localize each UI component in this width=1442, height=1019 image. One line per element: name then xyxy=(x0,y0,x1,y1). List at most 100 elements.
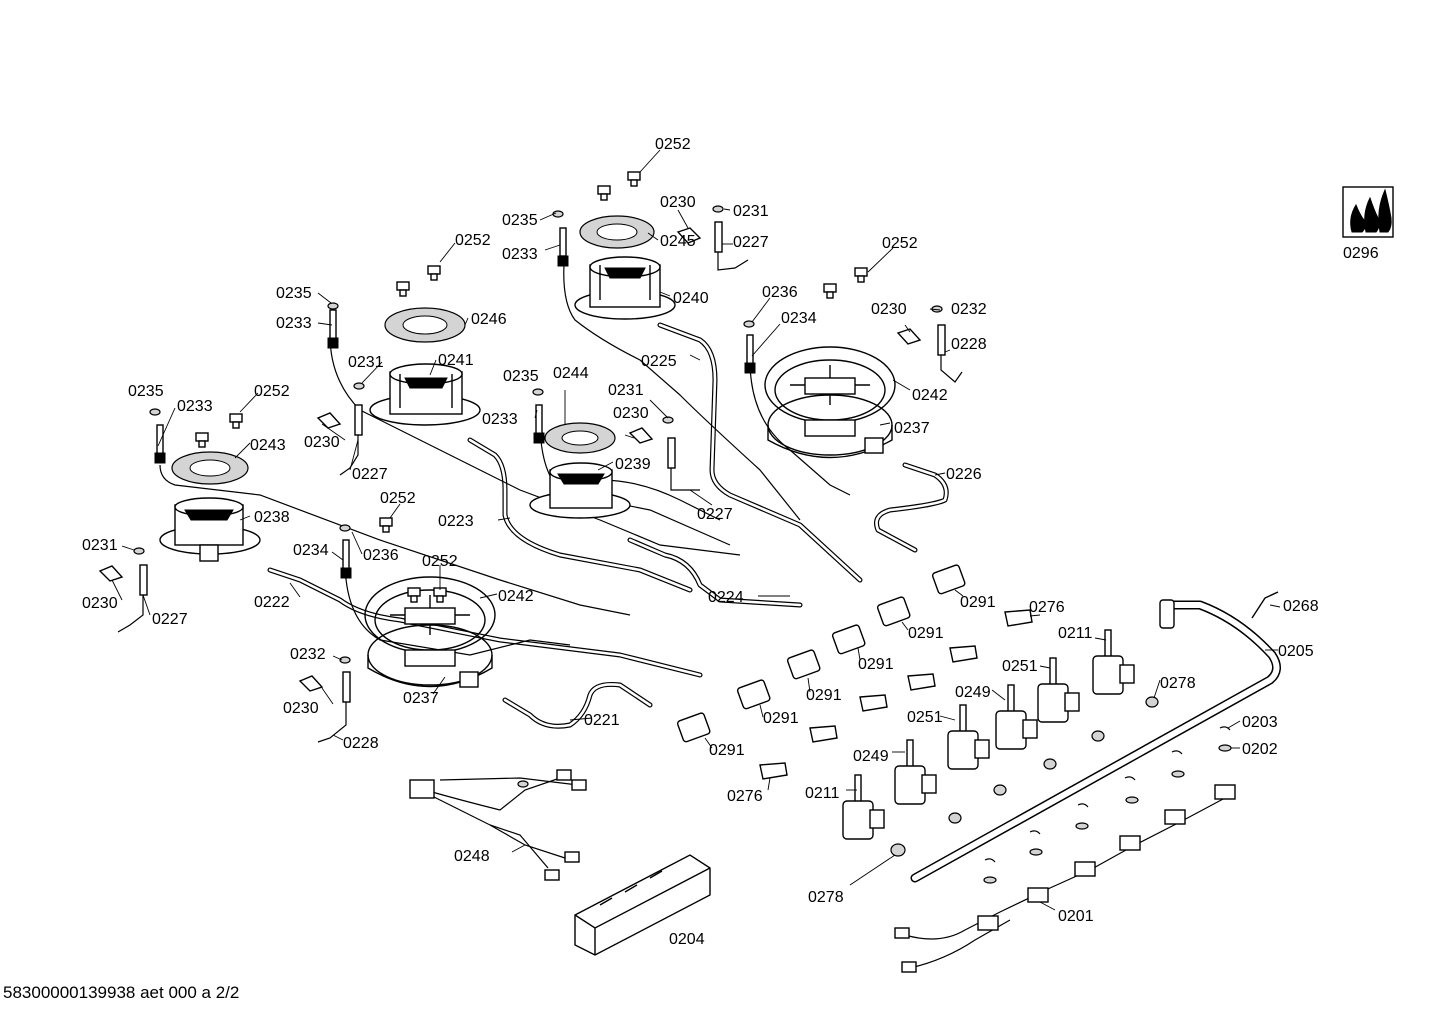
callout-0243: 0243 xyxy=(250,437,286,454)
callout-0201: 0201 xyxy=(1058,908,1094,925)
clips-0230 xyxy=(98,227,922,692)
burner-base-0237-left xyxy=(367,624,493,688)
callout-0291: 0291 xyxy=(763,710,799,727)
callout-0248: 0248 xyxy=(454,848,490,865)
burner-cup-0239 xyxy=(529,462,631,519)
callout-0278: 0278 xyxy=(808,889,844,906)
callout-0211: 0211 xyxy=(1058,625,1093,642)
callout-0234: 0234 xyxy=(293,542,329,559)
callout-0291: 0291 xyxy=(806,687,842,704)
callout-0249: 0249 xyxy=(955,684,991,701)
callout-0245: 0245 xyxy=(660,233,696,250)
callout-0242: 0242 xyxy=(498,588,534,605)
callout-0276: 0276 xyxy=(727,788,763,805)
injectors-0276 xyxy=(759,609,1033,780)
callout-0235: 0235 xyxy=(503,368,539,385)
callout-0227: 0227 xyxy=(733,234,769,251)
callout-0238: 0238 xyxy=(254,509,290,526)
callout-0231: 0231 xyxy=(733,203,769,220)
gasket-0245 xyxy=(579,215,655,249)
callout-0231: 0231 xyxy=(608,382,644,399)
callout-0235: 0235 xyxy=(502,212,538,229)
switch-box-0204 xyxy=(574,854,711,956)
callout-0237: 0237 xyxy=(403,690,439,707)
callout-0232: 0232 xyxy=(290,646,326,663)
o-rings xyxy=(890,696,1232,884)
callout-0227: 0227 xyxy=(352,466,388,483)
callout-0204: 0204 xyxy=(669,931,705,948)
gasket-0246 xyxy=(384,307,466,343)
callout-0291: 0291 xyxy=(858,656,894,673)
callout-0296: 0296 xyxy=(1343,245,1379,262)
flame-icon xyxy=(1342,186,1394,238)
callout-0244: 0244 xyxy=(553,365,589,382)
burner-cup-0240 xyxy=(574,256,676,320)
callout-0226: 0226 xyxy=(946,466,982,483)
callout-0233: 0233 xyxy=(502,246,538,263)
callout-0202: 0202 xyxy=(1242,741,1278,758)
callout-0242: 0242 xyxy=(912,387,948,404)
callout-0291: 0291 xyxy=(908,625,944,642)
burner-cup-0238 xyxy=(159,497,261,562)
bracket-0268 xyxy=(1251,591,1279,619)
callout-0278: 0278 xyxy=(1160,675,1196,692)
callout-0241: 0241 xyxy=(438,352,474,369)
callout-0251: 0251 xyxy=(907,709,943,726)
callout-0230: 0230 xyxy=(283,700,319,717)
callout-0221: 0221 xyxy=(584,712,620,729)
callout-0233: 0233 xyxy=(482,411,518,428)
callout-0233: 0233 xyxy=(276,315,312,332)
callout-0230: 0230 xyxy=(871,301,907,318)
callout-0228: 0228 xyxy=(951,336,987,353)
callout-0223: 0223 xyxy=(438,513,474,530)
callout-0225: 0225 xyxy=(641,353,677,370)
callout-0236: 0236 xyxy=(363,547,399,564)
callout-0230: 0230 xyxy=(304,434,340,451)
callout-0230: 0230 xyxy=(660,194,696,211)
callout-0234: 0234 xyxy=(781,310,817,327)
callout-0236: 0236 xyxy=(762,284,798,301)
callout-0246: 0246 xyxy=(471,311,507,328)
gas-tubes xyxy=(267,322,949,729)
wiring-harness-0248 xyxy=(409,769,587,881)
callout-0205: 0205 xyxy=(1278,643,1314,660)
callout-0211: 0211 xyxy=(805,785,840,802)
callout-0252: 0252 xyxy=(422,553,458,570)
callout-0252: 0252 xyxy=(655,136,691,153)
nozzles-0291 xyxy=(676,564,966,743)
burner-cup-0241 xyxy=(369,363,481,426)
callout-0276: 0276 xyxy=(1029,599,1065,616)
gas-manifold-0205 xyxy=(910,599,1281,883)
callout-0228: 0228 xyxy=(343,735,379,752)
callout-0291: 0291 xyxy=(960,594,996,611)
electrodes xyxy=(117,221,963,743)
screws-0252 xyxy=(195,171,868,603)
callout-0231: 0231 xyxy=(82,537,118,554)
callout-0230: 0230 xyxy=(613,405,649,422)
callout-0231: 0231 xyxy=(348,354,384,371)
callout-0233: 0233 xyxy=(177,398,213,415)
callout-0252: 0252 xyxy=(882,235,918,252)
gas-taps xyxy=(842,629,1135,840)
callout-0252: 0252 xyxy=(254,383,290,400)
burner-ring-0242-right xyxy=(764,346,896,424)
callout-0227: 0227 xyxy=(697,506,733,523)
callout-0252: 0252 xyxy=(380,490,416,507)
callout-0251: 0251 xyxy=(1002,658,1038,675)
leader-lines xyxy=(111,149,1281,911)
callout-0240: 0240 xyxy=(673,290,709,307)
callout-0227: 0227 xyxy=(152,611,188,628)
gasket-0243 xyxy=(171,451,249,485)
callout-0203: 0203 xyxy=(1242,714,1278,731)
callout-0237: 0237 xyxy=(894,420,930,437)
callout-0232: 0232 xyxy=(951,301,987,318)
callout-0235: 0235 xyxy=(128,383,164,400)
gasket-0244 xyxy=(544,422,616,454)
callout-0239: 0239 xyxy=(615,456,651,473)
callout-0222: 0222 xyxy=(254,594,290,611)
burner-ring-0242-left xyxy=(364,576,496,654)
burner-base-0237-right xyxy=(767,394,893,459)
callout-0291: 0291 xyxy=(709,742,745,759)
callout-0230: 0230 xyxy=(82,595,118,612)
